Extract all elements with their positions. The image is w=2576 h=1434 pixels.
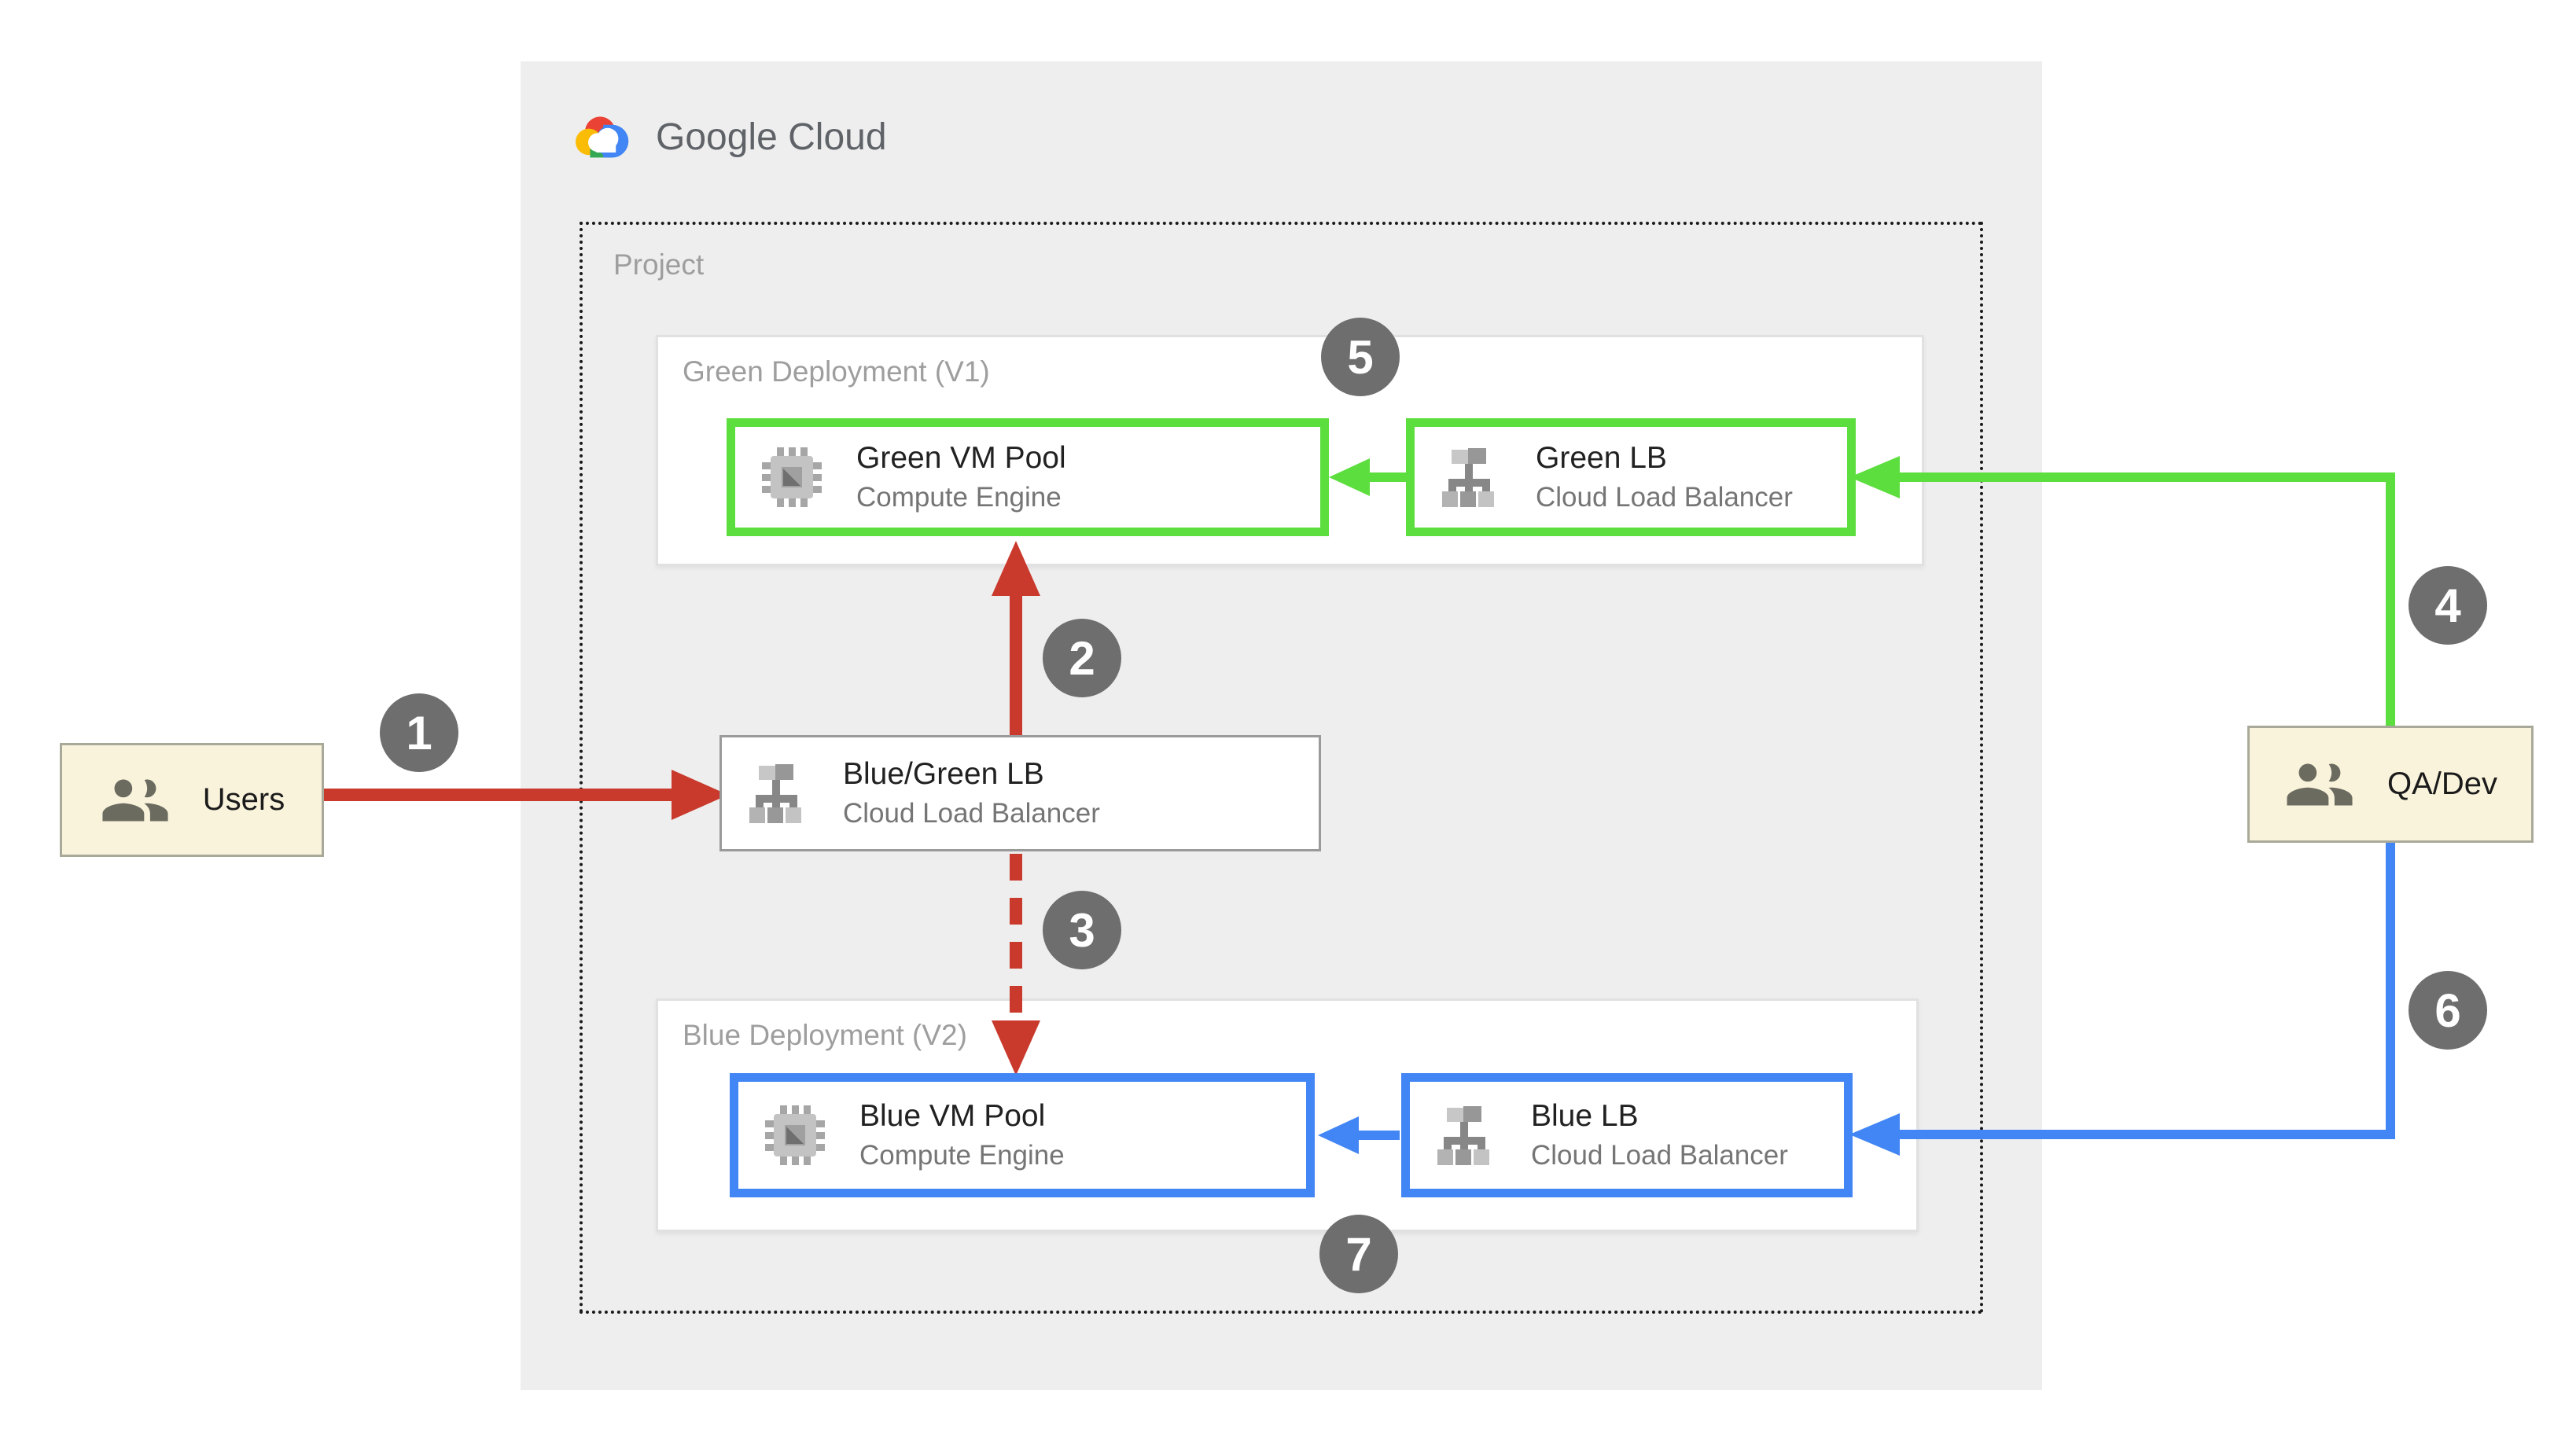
load-balancer-icon [749,764,801,823]
line-qadev-up-green [2386,472,2395,726]
actor-qa-dev: QA/Dev [2247,726,2534,843]
blue-deployment-label: Blue Deployment (V2) [683,1019,967,1051]
users-icon [2287,763,2353,805]
node-title: Blue LB [1531,1099,1639,1133]
step-badge-2: 2 [1043,619,1121,697]
arrow-blue-lb-to-vm-pool [1357,1131,1400,1140]
step-badge-7: 7 [1319,1215,1398,1293]
arrow-lb-to-green-vm-pool [1010,594,1022,736]
node-subtitle: Cloud Load Balancer [1536,482,1793,513]
green-deployment-label: Green Deployment (V1) [683,355,990,388]
arrow-users-to-bluegreen-lb [324,789,675,801]
google-cloud-logo: Google Cloud [572,108,887,165]
actor-label: Users [202,782,285,817]
step-badge-3: 3 [1043,891,1121,969]
arrowhead-lb-to-green-vm-pool [992,541,1040,596]
node-subtitle: Cloud Load Balancer [843,798,1100,829]
logo-wordmark: Google Cloud [656,116,887,158]
line-qadev-to-blue-lb [1898,1130,2390,1139]
arrowhead-green-lb-to-vm-pool [1329,458,1370,496]
node-title: Blue VM Pool [859,1099,1046,1133]
node-green-lb: Green LB Cloud Load Balancer [1406,418,1856,536]
node-title: Green VM Pool [856,441,1066,475]
line-qadev-to-green-lb [1898,472,2390,482]
node-green-vm-pool: Green VM Pool Compute Engine [727,418,1329,536]
node-title: Blue/Green LB [843,757,1044,791]
line-qadev-down-blue [2386,843,2395,1139]
load-balancer-icon [1442,448,1494,507]
arrow-lb-to-blue-vm-pool-dashed [1010,854,1022,1022]
compute-engine-icon [765,1105,825,1165]
node-title: Green LB [1536,441,1667,475]
node-blue-vm-pool: Blue VM Pool Compute Engine [730,1073,1315,1197]
load-balancer-icon [1437,1106,1489,1165]
step-badge-4: 4 [2409,566,2487,645]
project-label: Project [613,248,705,281]
step-badge-6: 6 [2409,971,2487,1050]
actor-label: QA/Dev [2386,767,2498,801]
compute-engine-icon [762,447,822,507]
project-boundary [580,222,1983,1314]
node-blue-green-lb: Blue/Green LB Cloud Load Balancer [719,735,1321,851]
arrowhead-qadev-to-blue-lb [1849,1113,1900,1156]
actor-users: Users [60,743,324,857]
step-badge-5: 5 [1321,318,1400,396]
node-blue-lb: Blue LB Cloud Load Balancer [1401,1073,1853,1197]
node-subtitle: Compute Engine [856,482,1062,513]
google-cloud-logo-icon [576,116,629,158]
arrowhead-users-to-bluegreen-lb [672,770,728,820]
arrowhead-blue-lb-to-vm-pool [1318,1116,1359,1154]
arrowhead-qadev-to-green-lb [1849,456,1900,498]
step-badge-1: 1 [380,693,458,772]
node-subtitle: Cloud Load Balancer [1531,1140,1788,1171]
users-icon [102,779,168,821]
arrow-green-lb-to-vm-pool [1368,472,1406,482]
node-subtitle: Compute Engine [859,1140,1065,1171]
arrowhead-lb-to-blue-vm-pool [992,1020,1040,1076]
